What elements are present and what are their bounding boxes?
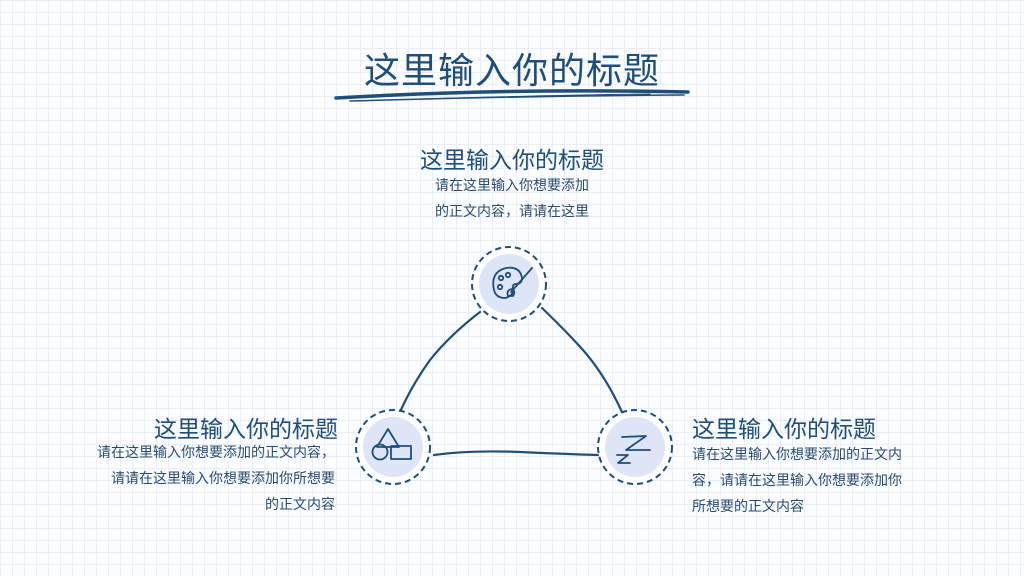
left-block-title: 这里输入你的标题 <box>154 417 338 443</box>
title-underline-stroke-3 <box>419 93 651 100</box>
right-block-body: 请在这里输入你想要添加的正文内 容，请请在这里输入你想要添加你 所想要的正文内容 <box>692 442 957 520</box>
left-body-line-2: 请请在这里输入你想要添加你所想要 <box>111 471 335 487</box>
page-title: 这里输入你的标题 <box>363 51 660 92</box>
left-node <box>355 409 431 485</box>
title-underline-stroke-2 <box>349 94 685 102</box>
right-body-line-2: 容，请请在这里输入你想要添加你 <box>692 473 902 489</box>
left-body-line-1: 请在这里输入你想要添加的正文内容， <box>97 445 335 461</box>
right-body-line-3: 所想要的正文内容 <box>692 499 804 515</box>
connector-top-left <box>398 310 482 414</box>
top-body-line-1: 请在这里输入你想要添加 <box>435 178 589 194</box>
shapes-icon <box>371 428 412 461</box>
connector-top-right <box>540 306 624 414</box>
right-body-line-1: 请在这里输入你想要添加的正文内 <box>692 447 902 463</box>
top-node <box>471 246 547 322</box>
top-block-title: 这里输入你的标题 <box>420 148 604 174</box>
left-body-line-3: 的正文内容 <box>265 497 335 513</box>
right-block-title: 这里输入你的标题 <box>692 417 876 443</box>
right-node <box>597 409 673 485</box>
top-body-line-2: 的正文内容，请请在这里 <box>435 204 589 220</box>
sleep-icon <box>616 435 651 464</box>
left-block-body: 请在这里输入你想要添加的正文内容， 请请在这里输入你想要添加你所想要 的正文内容 <box>30 440 335 518</box>
connector-bottom <box>432 450 600 457</box>
palette-icon <box>492 266 533 299</box>
top-block-body: 请在这里输入你想要添加 的正文内容，请请在这里 <box>0 173 1024 225</box>
title-underline <box>334 89 690 100</box>
